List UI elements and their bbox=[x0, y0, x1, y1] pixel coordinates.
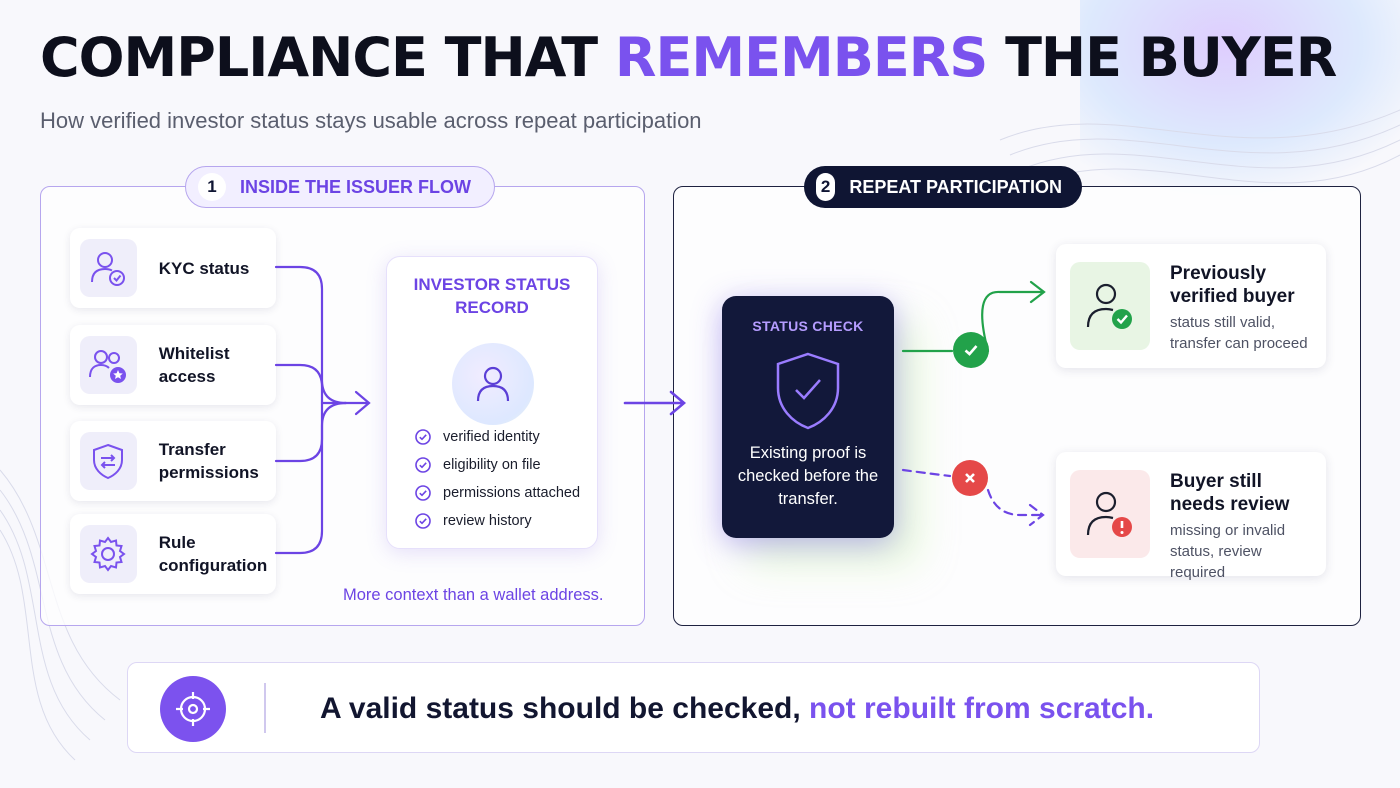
repeat-participation-label: 2 REPEAT PARTICIPATION bbox=[804, 166, 1082, 208]
whitelist-access-card: Whitelist access bbox=[70, 325, 276, 405]
needs-review-card: Buyer still needs review missing or inva… bbox=[1056, 452, 1326, 581]
repeat-participation-title: REPEAT PARTICIPATION bbox=[849, 176, 1062, 197]
error-x-icon bbox=[952, 460, 988, 496]
success-check-icon bbox=[953, 332, 989, 368]
verified-buyer-description: status still valid, transfer can proceed bbox=[1170, 314, 1308, 352]
check-circle-icon bbox=[415, 457, 431, 473]
kyc-status-card: KYC status bbox=[70, 228, 276, 308]
step-number-1: 1 bbox=[198, 173, 226, 201]
takeaway-text: A valid status should be checked, not re… bbox=[320, 692, 1155, 725]
user-verified-icon bbox=[1070, 262, 1150, 350]
shield-check-icon bbox=[776, 352, 840, 430]
transfer-permissions-label: Transfer permissions bbox=[158, 440, 259, 482]
issuer-flow-label: 1 INSIDE THE ISSUER FLOW bbox=[185, 166, 495, 208]
verified-buyer-title: Previously verified buyer bbox=[1170, 263, 1295, 307]
check-circle-icon bbox=[415, 513, 431, 529]
users-star-icon bbox=[80, 336, 137, 394]
banner-divider bbox=[264, 683, 266, 733]
investor-avatar-icon bbox=[452, 343, 534, 425]
check-circle-icon bbox=[415, 429, 431, 445]
verified-buyer-card: Previously verified buyer status still v… bbox=[1056, 244, 1326, 368]
user-alert-icon bbox=[1070, 470, 1150, 558]
whitelist-access-label: Whitelist access bbox=[158, 344, 230, 386]
page-subtitle: How verified investor status stays usabl… bbox=[40, 108, 702, 133]
step-number-2: 2 bbox=[816, 173, 836, 201]
kyc-status-label: KYC status bbox=[158, 258, 250, 278]
takeaway-accent: not rebuilt from scratch. bbox=[809, 692, 1155, 725]
status-check-title: STATUS CHECK bbox=[752, 318, 864, 334]
record-checklist: verified identity eligibility on file pe… bbox=[415, 423, 580, 535]
shield-arrows-icon bbox=[80, 432, 137, 490]
status-check-description: Existing proof is checked before the tra… bbox=[737, 444, 879, 508]
rule-configuration-label: Rule configuration bbox=[158, 533, 268, 575]
takeaway-banner: A valid status should be checked, not re… bbox=[127, 662, 1260, 753]
user-check-icon bbox=[80, 239, 137, 297]
needs-review-title: Buyer still needs review bbox=[1170, 471, 1290, 515]
needs-review-description: missing or invalid status, review requir… bbox=[1170, 522, 1286, 581]
transfer-permissions-card: Transfer permissions bbox=[70, 421, 276, 501]
checklist-item: verified identity bbox=[415, 423, 580, 451]
page-title: COMPLIANCE THAT REMEMBERS THE BUYER bbox=[40, 26, 1337, 89]
record-title: INVESTOR STATUS RECORD bbox=[413, 275, 571, 317]
record-caption: More context than a wallet address. bbox=[343, 586, 604, 604]
checklist-item: eligibility on file bbox=[415, 451, 580, 479]
investor-status-record: INVESTOR STATUS RECORD verified identity… bbox=[386, 256, 598, 549]
checklist-item: review history bbox=[415, 507, 580, 535]
title-accent: REMEMBERS bbox=[614, 26, 988, 89]
gear-icon bbox=[80, 525, 137, 583]
issuer-flow-title: INSIDE THE ISSUER FLOW bbox=[240, 176, 472, 197]
status-check-card: STATUS CHECK Existing proof is checked b… bbox=[722, 296, 894, 538]
check-circle-icon bbox=[415, 485, 431, 501]
rule-configuration-card: Rule configuration bbox=[70, 514, 276, 594]
target-icon bbox=[160, 676, 226, 742]
checklist-item: permissions attached bbox=[415, 479, 580, 507]
